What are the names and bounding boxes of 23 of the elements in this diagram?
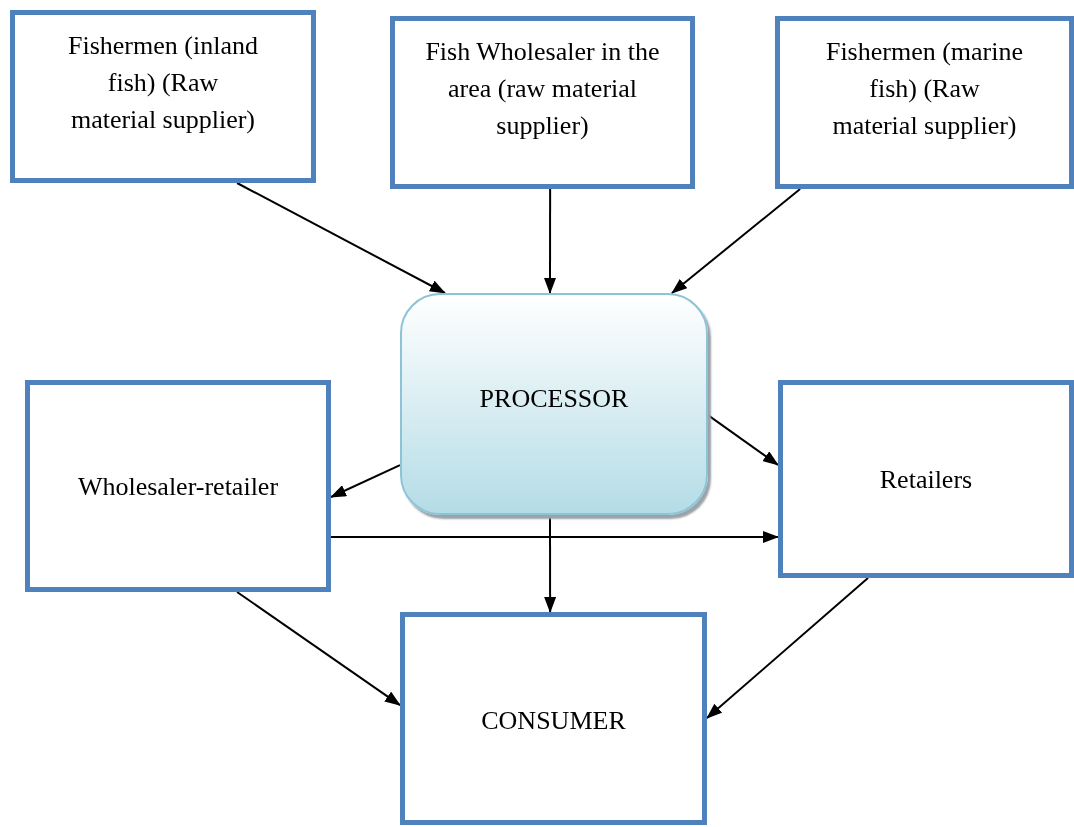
arrow <box>706 577 869 720</box>
node-label: Fishermen (inland fish) (Raw material supplier) <box>67 30 259 136</box>
process-box <box>400 293 708 515</box>
entity-box <box>400 612 707 825</box>
node-label: Wholesaler-retailer <box>77 470 279 503</box>
arrow <box>707 414 779 466</box>
arrow <box>236 591 401 707</box>
entity-box <box>775 16 1074 189</box>
node-label: Fish Wholesaler in the area (raw material supplier) <box>424 36 661 142</box>
arrow <box>544 514 557 613</box>
entity-box <box>390 16 695 189</box>
node-label: Retailers <box>879 463 973 496</box>
node-label: Fishermen (marine fish) (Raw material supplier) <box>824 36 1025 142</box>
node-label: PROCESSOR <box>479 383 629 415</box>
arrow <box>236 182 446 294</box>
node-label: CONSUMER <box>481 705 626 737</box>
arrow <box>330 531 779 543</box>
entity-box <box>778 380 1074 578</box>
arrow <box>670 188 802 294</box>
entity-box <box>25 380 331 592</box>
arrow <box>330 464 401 498</box>
arrow <box>544 188 556 294</box>
entity-box <box>10 10 316 183</box>
